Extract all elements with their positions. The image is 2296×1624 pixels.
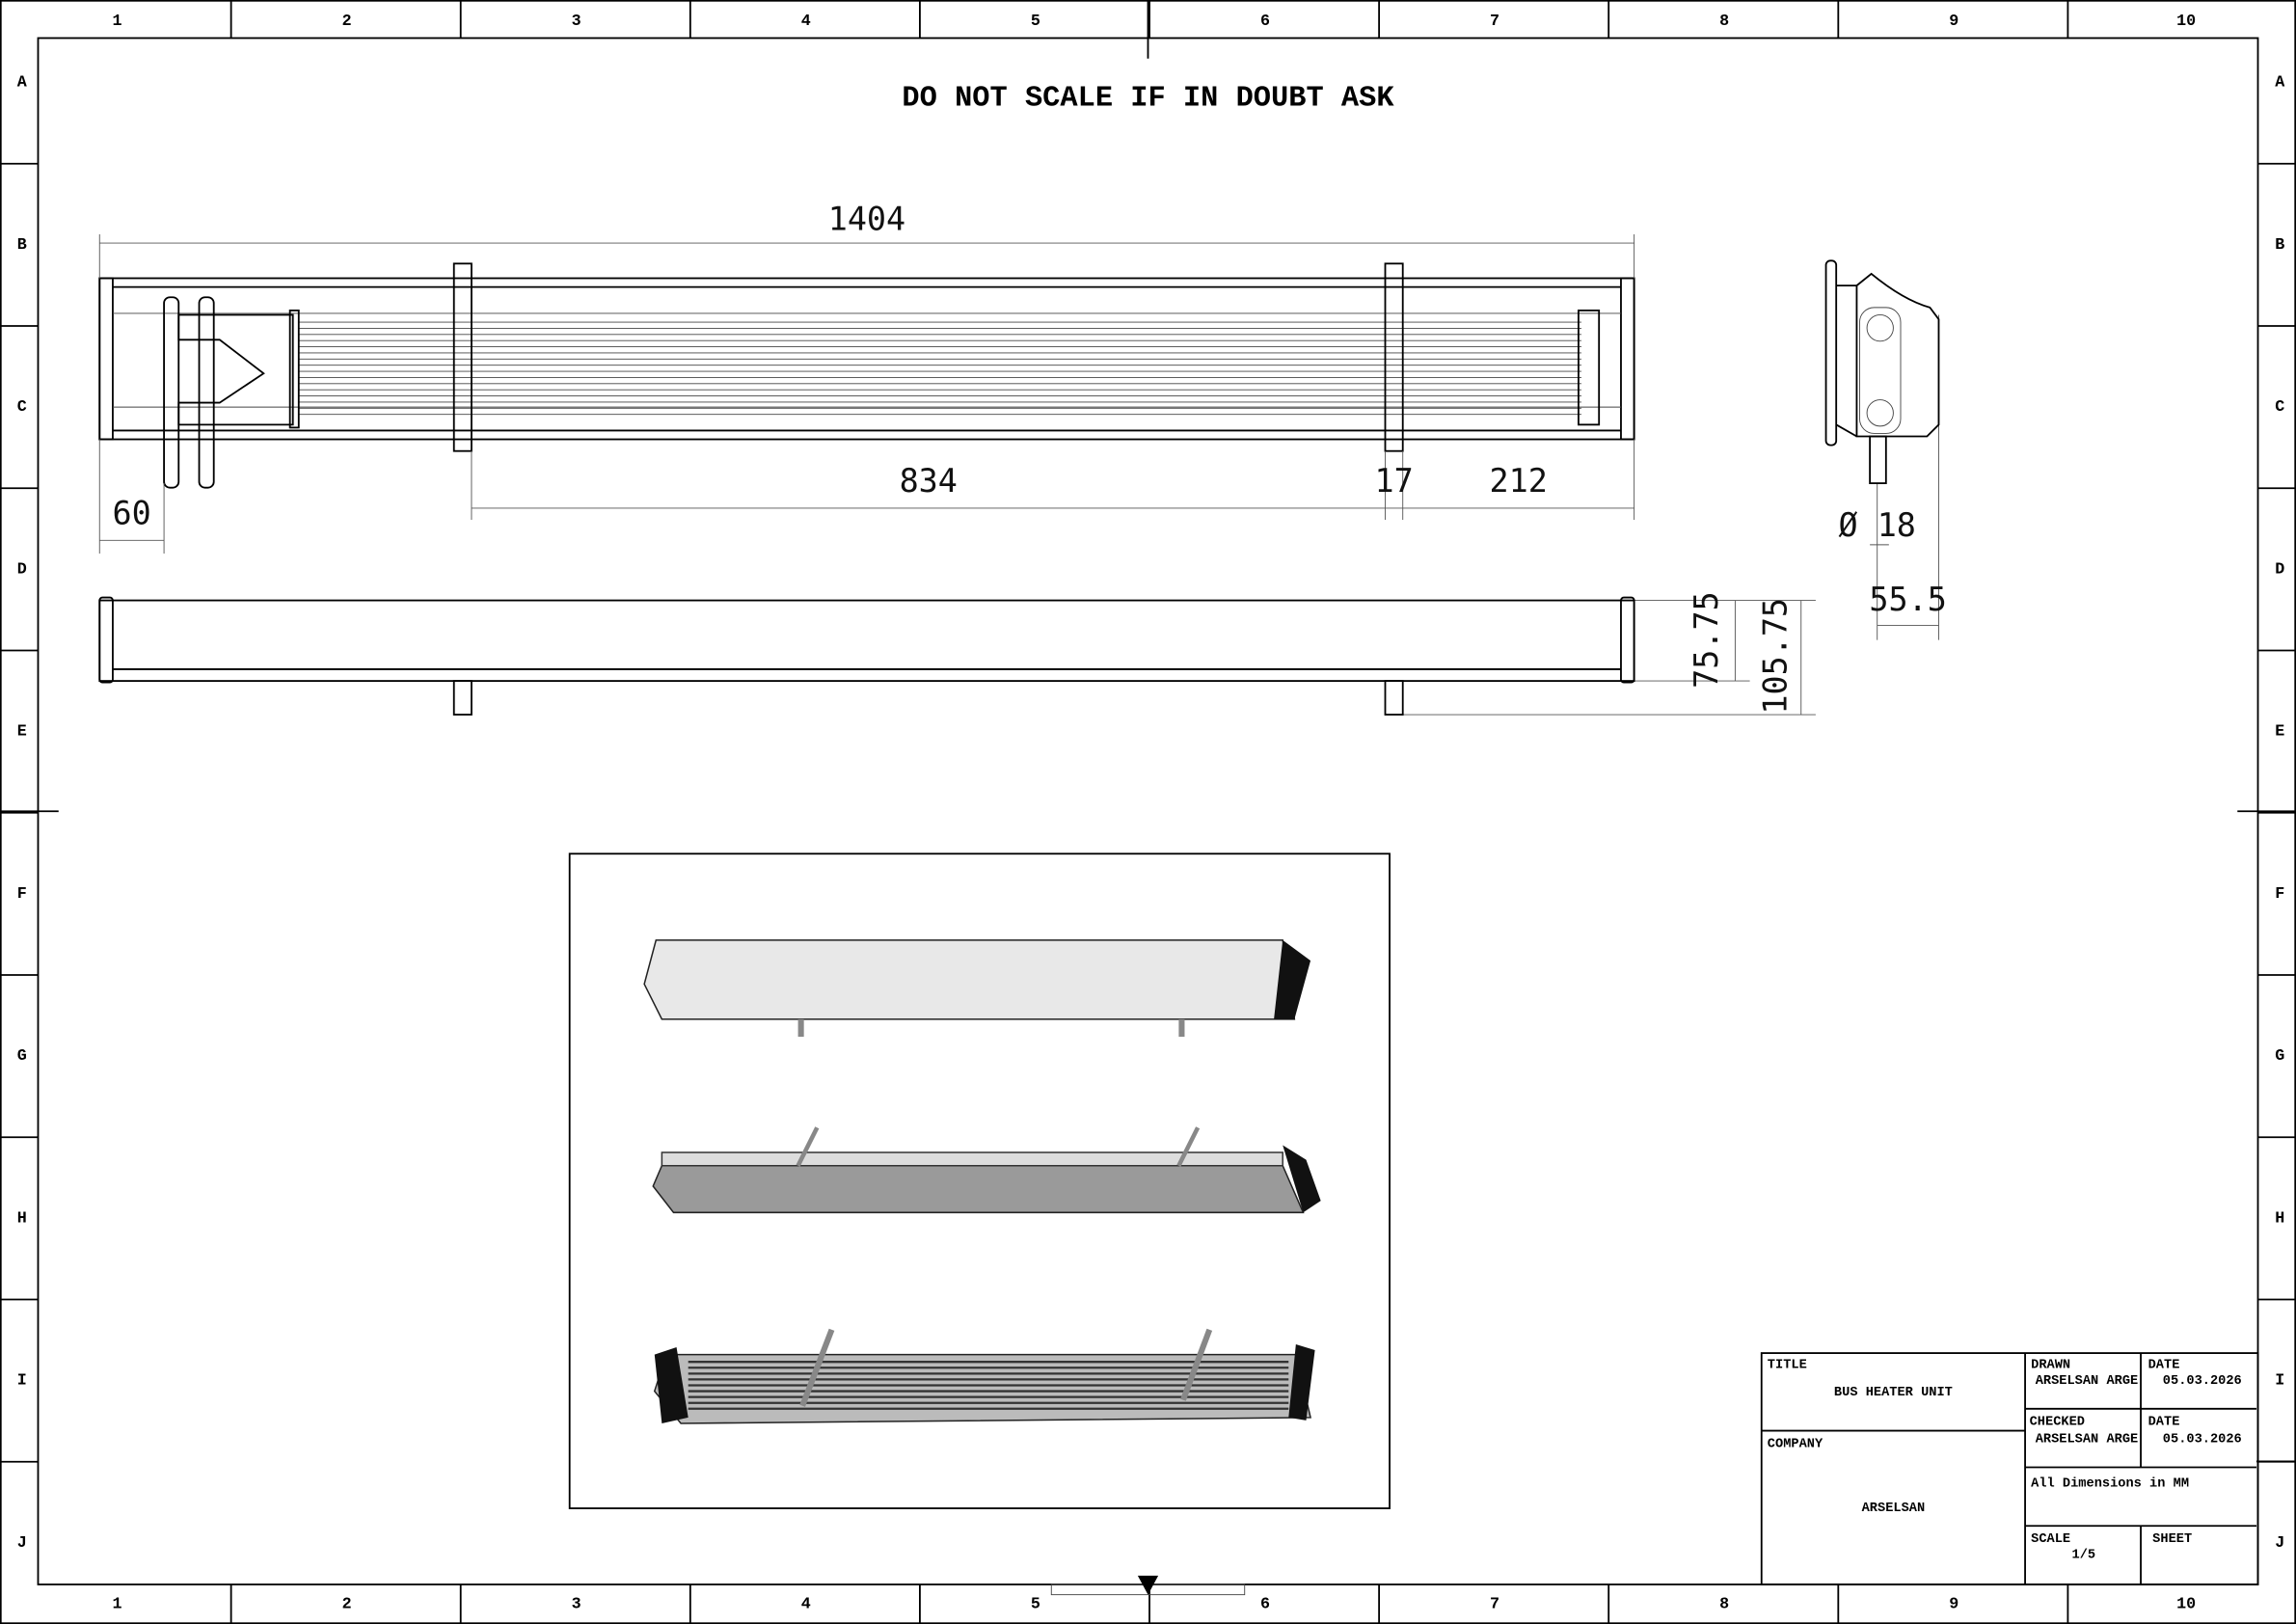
- column-label: 4: [801, 13, 811, 31]
- column-label: 5: [1031, 1595, 1040, 1613]
- dim-pipe-diameter: Ø 18: [1838, 506, 1915, 544]
- drawn-by: ARSELSAN ARGE: [2036, 1374, 2139, 1389]
- company-name: ARSELSAN: [1862, 1502, 1926, 1516]
- column-label: 9: [1949, 1595, 1958, 1613]
- dim-height-total: 105.75: [1757, 598, 1795, 715]
- dim-left-offset: 60: [113, 495, 151, 532]
- drawing-title: BUS HEATER UNIT: [1834, 1386, 1953, 1400]
- dim-overall-length: 1404: [828, 200, 905, 237]
- iso-view-section: [653, 1328, 1315, 1424]
- company-label: COMPANY: [1768, 1437, 1823, 1451]
- scale-label: SCALE: [2031, 1532, 2070, 1547]
- dim-depth: 55.5: [1869, 581, 1946, 618]
- column-label: 2: [342, 13, 352, 31]
- column-label: 10: [2176, 1595, 2196, 1613]
- title-label: TITLE: [1768, 1358, 1807, 1372]
- checked-label: CHECKED: [2030, 1415, 2085, 1429]
- iso-view-open: [652, 1126, 1321, 1214]
- column-label: 5: [1031, 13, 1040, 31]
- side-view: [1824, 259, 1940, 485]
- row-label: E: [17, 723, 27, 742]
- row-label: B: [17, 236, 27, 255]
- row-label: A: [2275, 74, 2285, 93]
- column-label: 1: [112, 13, 122, 31]
- column-label: 3: [572, 1595, 581, 1613]
- row-label: C: [2275, 398, 2284, 417]
- row-label: D: [17, 560, 27, 579]
- row-label: I: [2275, 1372, 2284, 1391]
- column-label: 1: [112, 1595, 122, 1613]
- dim-right-offset: 212: [1490, 462, 1548, 500]
- column-label: 7: [1490, 13, 1499, 31]
- dim-height-body: 75.75: [1688, 591, 1725, 689]
- row-label: J: [2275, 1534, 2284, 1553]
- dim-bracket-width: 17: [1374, 462, 1413, 500]
- column-label: 9: [1949, 13, 1958, 31]
- column-label: 7: [1490, 1595, 1499, 1613]
- top-view: [98, 596, 1635, 716]
- row-label: A: [17, 74, 28, 93]
- units-note: All Dimensions in MM: [2031, 1476, 2189, 1491]
- column-label: 3: [572, 13, 581, 31]
- row-label: B: [2275, 236, 2284, 255]
- drawn-date: 05.03.2026: [2163, 1374, 2242, 1389]
- column-label: 4: [801, 1595, 811, 1613]
- row-label: H: [2275, 1209, 2284, 1228]
- centering-mark: [1050, 1575, 1246, 1596]
- column-label: 8: [1719, 1595, 1729, 1613]
- isometric-views-frame: [568, 853, 1391, 1509]
- title-block: [1760, 1352, 2296, 1585]
- row-label: D: [2275, 560, 2284, 579]
- column-label: 6: [1260, 1595, 1270, 1613]
- row-label: C: [17, 398, 27, 417]
- row-label: G: [2275, 1047, 2284, 1066]
- column-label: 8: [1719, 13, 1729, 31]
- checked-by: ARSELSAN ARGE: [2036, 1433, 2139, 1448]
- row-label: E: [2275, 723, 2284, 742]
- dim-bracket-spacing: 834: [900, 462, 958, 500]
- row-label: H: [17, 1209, 27, 1228]
- row-label: J: [17, 1534, 27, 1553]
- column-label: 2: [342, 1595, 352, 1613]
- checked-date: 05.03.2026: [2163, 1433, 2242, 1448]
- row-label: F: [17, 885, 27, 904]
- column-label: 6: [1260, 13, 1270, 31]
- row-label: G: [17, 1047, 27, 1066]
- front-view: [98, 262, 1635, 489]
- dimension-lines: [98, 233, 1939, 716]
- row-label: I: [17, 1372, 27, 1391]
- sheet-label: SHEET: [2152, 1532, 2192, 1547]
- row-label: F: [2275, 885, 2284, 904]
- note-do-not-scale: DO NOT SCALE IF IN DOUBT ASK: [902, 82, 1394, 115]
- checked-date-label: DATE: [2148, 1415, 2180, 1429]
- drawn-label: DRAWN: [2031, 1358, 2070, 1372]
- iso-view-closed: [643, 939, 1311, 1038]
- column-label: 10: [2176, 13, 2196, 31]
- scale-value: 1/5: [2072, 1549, 2096, 1563]
- drawn-date-label: DATE: [2148, 1358, 2180, 1372]
